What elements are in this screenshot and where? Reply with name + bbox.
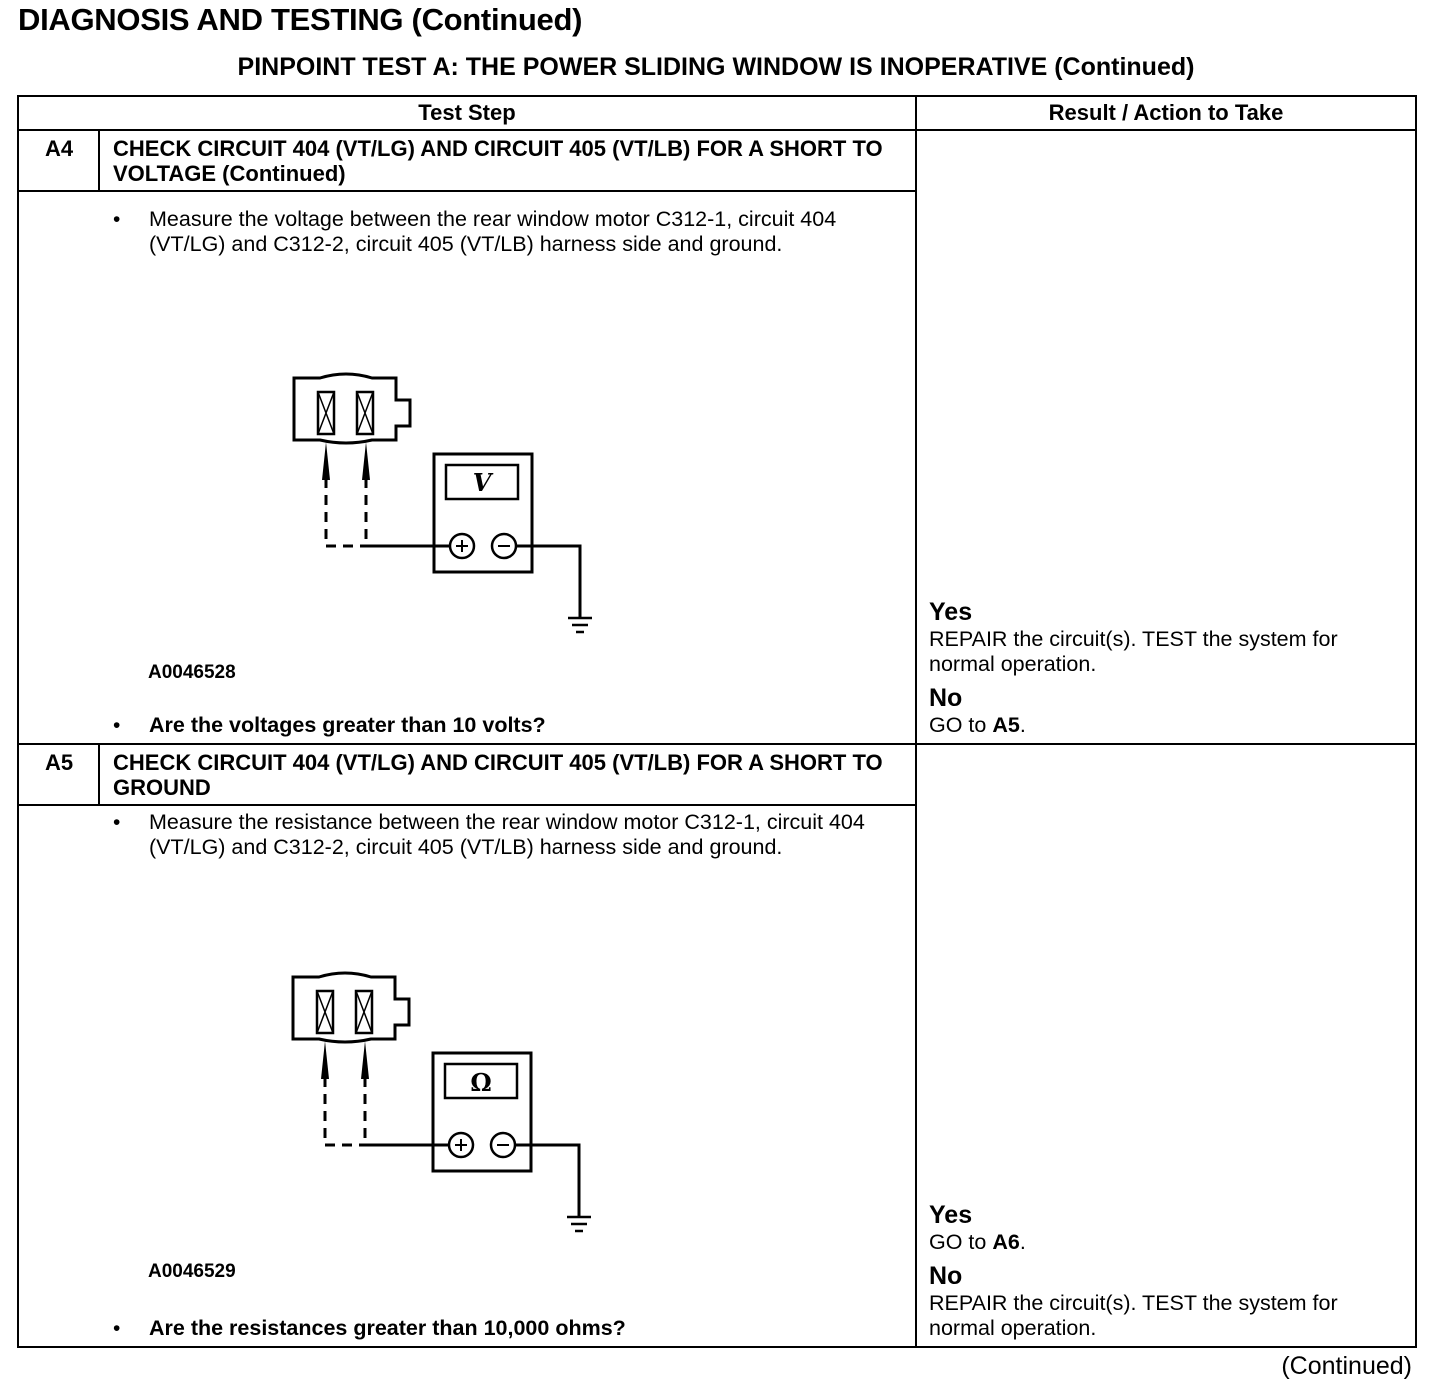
terminal-1 <box>315 989 335 1035</box>
probe-lead-dashed <box>323 1077 367 1147</box>
step-separator <box>17 743 1417 745</box>
result-yes-action: REPAIR the circuit(s). TEST the system f… <box>929 627 1338 676</box>
step-id: A4 <box>44 136 74 161</box>
bullet-marker: • <box>113 714 121 737</box>
result-yes-action: GO to A6. <box>929 1230 1409 1255</box>
connector-body <box>292 372 412 445</box>
ohmmeter-diagram: Ω <box>291 971 591 1233</box>
probe-lead-dashed <box>324 478 368 548</box>
header-test-step: Test Step <box>418 100 516 125</box>
test-table <box>17 95 1417 1348</box>
ground-symbol <box>567 1215 591 1233</box>
result-no-label: No <box>929 684 963 712</box>
terminal-1 <box>316 390 336 436</box>
pinpoint-test-title: PINPOINT TEST A: THE POWER SLIDING WINDO… <box>237 53 1195 81</box>
step-question: Are the voltages greater than 10 volts? <box>149 713 546 737</box>
meter-body <box>432 452 534 574</box>
ground-symbol <box>568 616 592 634</box>
action-suffix: . <box>1019 713 1026 737</box>
ground-wire <box>516 544 582 618</box>
result-no-action: GO to A5. <box>929 713 1409 738</box>
step-instruction: Measure the resistance between the rear … <box>149 810 865 859</box>
result-yes-label: Yes <box>929 598 973 626</box>
probe-tip <box>361 1041 369 1079</box>
probe-tip <box>362 442 370 480</box>
probe-tip <box>321 1041 329 1079</box>
result-no-label: No <box>929 1262 963 1290</box>
meter-display <box>444 463 520 501</box>
figure-id: A0046529 <box>148 1261 236 1282</box>
voltmeter-diagram: V <box>292 372 592 634</box>
meter-symbol: V <box>473 468 494 497</box>
page-title: DIAGNOSIS AND TESTING (Continued) <box>18 2 583 37</box>
step-id: A5 <box>44 750 74 775</box>
step-title-rule <box>17 804 917 806</box>
meter-body <box>431 1051 533 1173</box>
terminal-2 <box>355 390 375 436</box>
step-id-divider <box>98 745 100 805</box>
header-result-action: Result / Action to Take <box>1048 100 1284 125</box>
step-question: Are the resistances greater than 10,000 … <box>149 1316 626 1340</box>
step-title-rule <box>17 190 917 192</box>
bullet-marker: • <box>113 208 121 231</box>
result-yes-label: Yes <box>929 1201 973 1229</box>
step-instruction: Measure the voltage between the rear win… <box>149 207 837 256</box>
action-prefix: GO to <box>929 1230 993 1254</box>
bullet-marker: • <box>113 811 121 834</box>
connector-body <box>291 971 411 1044</box>
result-no-action: REPAIR the circuit(s). TEST the system f… <box>929 1291 1338 1340</box>
goto-step-link[interactable]: A5 <box>992 713 1020 737</box>
ground-wire <box>515 1143 581 1217</box>
meter-display <box>443 1062 519 1100</box>
step-title: CHECK CIRCUIT 404 (VT/LG) AND CIRCUIT 40… <box>113 750 883 800</box>
terminal-2 <box>354 989 374 1035</box>
goto-step-link[interactable]: A6 <box>992 1230 1020 1254</box>
probe-tip <box>322 442 330 480</box>
bullet-marker: • <box>113 1317 121 1340</box>
action-suffix: . <box>1019 1230 1026 1254</box>
figure-id: A0046528 <box>148 662 236 683</box>
action-prefix: GO to <box>929 713 993 737</box>
step-id-divider <box>98 131 100 191</box>
header-rule <box>17 129 1417 131</box>
continued-note: (Continued) <box>1281 1352 1412 1380</box>
meter-symbol: Ω <box>470 1068 491 1097</box>
step-title: CHECK CIRCUIT 404 (VT/LG) AND CIRCUIT 40… <box>113 136 883 186</box>
column-divider <box>915 95 917 1348</box>
